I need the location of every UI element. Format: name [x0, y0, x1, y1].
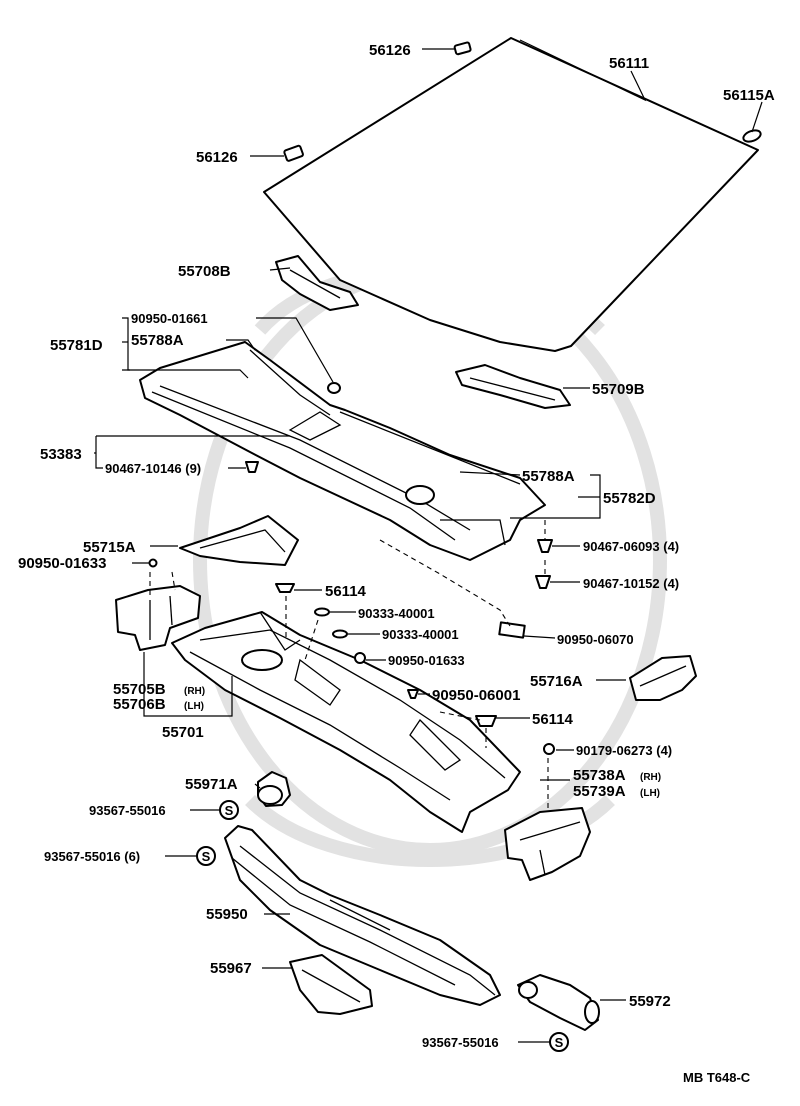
- label-56126-top: 56126: [369, 42, 411, 59]
- label-55972: 55972: [629, 993, 671, 1010]
- plug-icon-90333-40001-b: [332, 629, 348, 639]
- label-55716a: 55716A: [530, 673, 583, 690]
- dash-panel-icon: [171, 611, 521, 833]
- label-55739a-sub: (LH): [640, 788, 660, 799]
- label-90950-06001: 90950-06001: [432, 687, 520, 704]
- label-55701: 55701: [162, 724, 204, 741]
- cowl-side-panel-55715a-icon: [179, 515, 299, 566]
- part-labels: 56126 56111 56115A 56126 55708B 90950-01…: [18, 42, 775, 1085]
- label-55738a: 55738A: [573, 767, 626, 784]
- clip-icon-90950-01661: [327, 382, 341, 394]
- label-56115a: 56115A: [723, 87, 775, 104]
- grommet-55971a-icon: [257, 771, 291, 807]
- cowl-top-panel-icon: [139, 341, 546, 561]
- label-53383: 53383: [40, 446, 82, 463]
- label-55781d: 55781D: [50, 337, 103, 354]
- label-93567-55016-b: 93567-55016 (6): [44, 849, 140, 864]
- label-90950-06070: 90950-06070: [557, 632, 634, 647]
- clip-icon-56114-mid: [475, 715, 497, 727]
- label-90950-01633-left: 90950-01633: [18, 555, 106, 572]
- svg-text:S: S: [555, 1035, 564, 1050]
- nut-icon-90179-06273: [543, 743, 555, 755]
- bracket-55738a-icon: [504, 807, 591, 881]
- label-90467-10152: 90467-10152 (4): [583, 576, 679, 591]
- label-55705b-sub: (RH): [184, 686, 205, 697]
- brace-55705b-icon: [115, 585, 201, 651]
- clip-icon-56114-top: [275, 583, 295, 593]
- windshield-stopper-icon-top: [453, 41, 472, 56]
- label-55706b: 55706B: [113, 696, 166, 713]
- label-55738a-sub: (RH): [640, 772, 661, 783]
- label-90333-40001-a: 90333-40001: [358, 606, 435, 621]
- label-55706b-sub: (LH): [184, 701, 204, 712]
- label-55782d: 55782D: [603, 490, 656, 507]
- label-90467-10146: 90467-10146 (9): [105, 461, 201, 476]
- label-90467-06093: 90467-06093 (4): [583, 539, 679, 554]
- bracket-55709b-icon: [455, 364, 571, 409]
- label-55705b: 55705B: [113, 681, 166, 698]
- label-55715a: 55715A: [83, 539, 136, 556]
- clip-icon-90467-10152: [535, 575, 551, 589]
- label-56111: 56111: [609, 55, 649, 72]
- label-55971a: 55971A: [185, 776, 238, 793]
- label-56114-top: 56114: [325, 583, 367, 600]
- windshield-stopper-icon-mid: [283, 144, 304, 162]
- clip-symbol-icon-a: S: [219, 800, 239, 820]
- clip-icon-90467-06093: [537, 539, 553, 553]
- label-55709b: 55709B: [592, 381, 645, 398]
- clip-symbol-icon-c: S: [549, 1032, 569, 1052]
- glass-spacer-icon: [742, 129, 762, 143]
- label-55950: 55950: [206, 906, 248, 923]
- clip-icon-90950-01633-left: [148, 558, 158, 568]
- clip-icon-90950-06001: [407, 689, 419, 699]
- svg-text:S: S: [225, 803, 234, 818]
- plug-icon-90333-40001-a: [314, 607, 330, 617]
- label-56114-mid: 56114: [532, 711, 574, 728]
- bracket-55708b-icon: [275, 255, 359, 311]
- clip-icon-90467-10146: [245, 461, 259, 473]
- label-93567-55016-a: 93567-55016: [89, 803, 166, 818]
- clip-symbol-icon-b: S: [196, 846, 216, 866]
- label-56126-mid: 56126: [196, 149, 238, 166]
- label-90333-40001-b: 90333-40001: [382, 627, 459, 642]
- label-93567-55016-c: 93567-55016: [422, 1035, 499, 1050]
- label-55739a: 55739A: [573, 783, 626, 800]
- label-90179-06273: 90179-06273 (4): [576, 743, 672, 758]
- cowl-ventilator-icon: [224, 825, 501, 1006]
- footer-code: MB T648-C: [683, 1070, 751, 1085]
- svg-text:S: S: [202, 849, 211, 864]
- leader-lines: [94, 39, 763, 1043]
- duct-55967-icon: [289, 954, 373, 1015]
- tape-icon-90950-06070: [498, 621, 526, 639]
- plug-icon-90950-01633-mid: [354, 652, 366, 664]
- label-90950-01661: 90950-01661: [131, 311, 208, 326]
- cowl-side-panel-55716a-icon: [629, 655, 697, 701]
- label-55708b: 55708B: [178, 263, 231, 280]
- duct-55972-icon: [517, 974, 600, 1031]
- label-55788a-top: 55788A: [131, 332, 184, 349]
- label-55788a-right: 55788A: [522, 468, 575, 485]
- label-55967: 55967: [210, 960, 252, 977]
- label-90950-01633-mid: 90950-01633: [388, 653, 465, 668]
